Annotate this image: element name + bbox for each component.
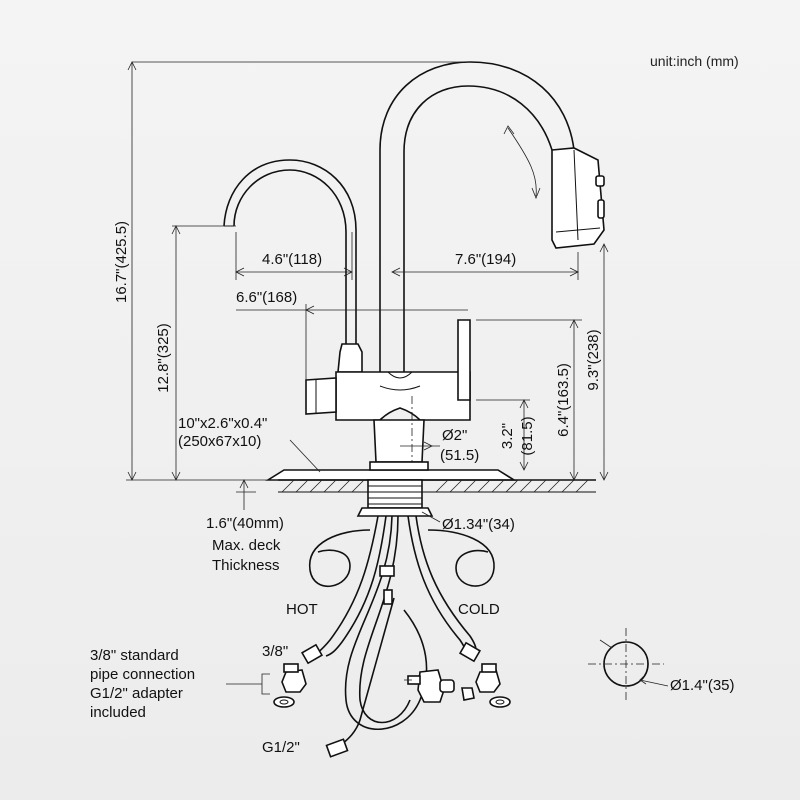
three-eighths-label: 3/8"	[262, 643, 288, 660]
hose-weight	[417, 669, 445, 703]
shank-diameter-label: Ø1.34"(34)	[442, 516, 515, 533]
unit-note: unit:inch (mm)	[650, 53, 739, 69]
adapter-right	[475, 669, 501, 693]
washer-right	[489, 696, 511, 708]
mounting-hole-symbol	[588, 628, 669, 702]
pipe-note-line3: G1/2" adapter	[90, 685, 183, 702]
base-diameter-mm-label: (51.5)	[440, 447, 479, 464]
handle-height-mm-label: (81.5)	[519, 416, 536, 455]
deck-plate	[265, 469, 517, 481]
g-half-label: G1/2"	[262, 739, 300, 756]
spray-height-label: 9.3"(238)	[585, 329, 602, 390]
supply-labels: HOT COLD 3/8" G1/2" 3/8" standard pipe c…	[90, 601, 500, 756]
right-handle	[457, 319, 471, 401]
pipe-note-line1: 3/8" standard	[90, 647, 179, 664]
spray-head	[551, 147, 605, 249]
dimension-labels: 16.7"(425.5) 12.8"(325) 4.6"(118) 7.6"(1…	[113, 221, 735, 694]
adapters	[273, 663, 511, 708]
countertop	[278, 479, 596, 517]
left-lever	[305, 377, 337, 415]
base-diameter-label: Ø2"	[442, 427, 467, 444]
dimension-lines	[126, 61, 609, 695]
washer-left	[273, 696, 295, 708]
deck-thickness-value: 1.6"(40mm)	[206, 515, 284, 532]
mounting-nut	[356, 507, 434, 517]
deck-plate-size-label: 10"x2.6"x0.4"	[178, 415, 267, 432]
pipe-note-line4: included	[90, 704, 146, 721]
adapter-left	[281, 669, 307, 693]
faucet-outline	[223, 61, 605, 481]
hot-label: HOT	[286, 601, 318, 618]
deck-plate-mm-label: (250x67x10)	[178, 433, 261, 450]
deck-thickness-line3: Thickness	[212, 557, 280, 574]
supply-hoses	[300, 515, 495, 758]
spray-button-icon	[595, 175, 605, 187]
deck-thickness-line2: Max. deck	[212, 537, 281, 554]
cold-label: COLD	[458, 601, 500, 618]
main-reach-label: 7.6"(194)	[455, 251, 516, 268]
side-reach-label: 4.6"(118)	[262, 251, 322, 268]
rotation-arrow-icon	[507, 127, 537, 197]
handle-height-label: 3.2"	[499, 423, 516, 449]
pipe-note-line2: pipe connection	[90, 666, 195, 683]
total-height-label: 16.7"(425.5)	[113, 221, 130, 303]
filter-valve	[337, 343, 363, 373]
deck-thickness-note: 1.6"(40mm) Max. deck Thickness	[206, 515, 284, 574]
side-spout-height-label: 12.8"(325)	[155, 323, 172, 393]
g-half-fitting	[325, 738, 349, 758]
lever-height-label: 6.4"(163.5)	[555, 363, 572, 437]
hole-diameter-label: Ø1.4"(35)	[670, 677, 735, 694]
spout-spacing-label: 6.6"(168)	[236, 289, 297, 306]
